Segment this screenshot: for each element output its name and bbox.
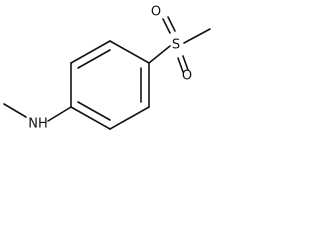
bond-ring-to-nitrogen (47, 106, 72, 122)
bond-sulfur-to-methyl (183, 28, 211, 44)
ring-bond-top-left (70, 40, 111, 64)
benzene-ring (70, 40, 150, 130)
bond-sulfur-oxygen-bottom-b (182, 55, 189, 71)
ring-bond-bottom-right (109, 106, 150, 130)
bond-ring-to-sulfur (148, 45, 171, 64)
ring-bond-bottom-left (70, 106, 111, 130)
ring-bond-top-right (109, 40, 150, 64)
sulfur-atom-label: S (172, 38, 180, 53)
n-methylamino-group: NH (3, 103, 72, 132)
oxygen-top-atom-label: O (151, 5, 161, 20)
nitrogen-atom-label: NH (28, 117, 48, 132)
bond-sulfur-oxygen-bottom-a (177, 57, 184, 73)
ring-bond-top-left-inner (77, 49, 111, 69)
molecule-diagram: S O O NH (3, 5, 211, 132)
sulfonyl-group: S O O (148, 5, 211, 84)
oxygen-bottom-atom-label: O (182, 69, 192, 84)
structure-canvas: S O O NH (0, 0, 216, 144)
ring-bond-bottom-left-inner (77, 101, 111, 121)
bond-sulfur-oxygen-top-b (167, 16, 176, 32)
bond-nitrogen-to-methyl (3, 103, 27, 118)
bond-sulfur-oxygen-top-a (162, 18, 171, 34)
